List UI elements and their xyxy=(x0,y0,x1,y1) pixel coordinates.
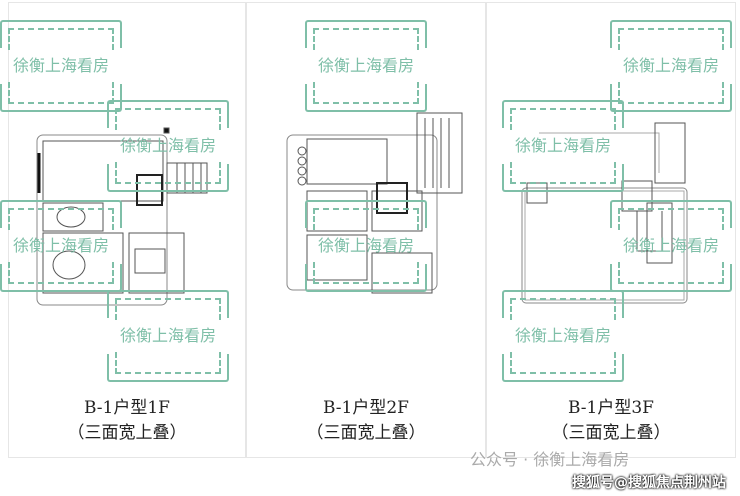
watermark-text: 徐衡上海看房 xyxy=(317,236,414,255)
watermark-frame xyxy=(502,162,624,192)
watermark-frame xyxy=(0,20,122,50)
watermark-frame xyxy=(502,290,624,320)
watermark-frame xyxy=(610,20,732,50)
watermark: 徐衡上海看房 xyxy=(305,20,427,112)
watermark: 徐衡上海看房 xyxy=(107,100,229,192)
watermark: 徐衡上海看房 xyxy=(0,200,122,292)
watermark-frame xyxy=(107,352,229,382)
watermark-text: 徐衡上海看房 xyxy=(514,326,611,345)
watermark-text: 徐衡上海看房 xyxy=(12,56,109,75)
wechat-account-label: 公众号 · 徐衡上海看房 xyxy=(470,450,630,469)
watermark-frame xyxy=(107,290,229,320)
watermark-frame xyxy=(0,82,122,112)
watermark-frame xyxy=(0,200,122,230)
watermark: 徐衡上海看房 xyxy=(305,200,427,292)
watermark-frame xyxy=(502,100,624,130)
watermark: 徐衡上海看房 xyxy=(610,20,732,112)
floor-plan-card-2f: B-1户型2F （三面宽上叠） xyxy=(246,2,486,458)
watermark: 徐衡上海看房 xyxy=(107,290,229,382)
floor-plan-card-3f: B-1户型3F （三面宽上叠） xyxy=(486,2,736,458)
plan-subtitle: （三面宽上叠） xyxy=(551,423,671,443)
watermark-frame xyxy=(107,100,229,130)
watermark: 徐衡上海看房 xyxy=(502,100,624,192)
watermark-frame xyxy=(107,162,229,192)
watermark-frame xyxy=(305,200,427,230)
watermark-text: 徐衡上海看房 xyxy=(622,56,719,75)
watermark-text: 徐衡上海看房 xyxy=(12,236,109,255)
watermark-text: 徐衡上海看房 xyxy=(317,56,414,75)
watermark-frame xyxy=(305,262,427,292)
plan-subtitle: （三面宽上叠） xyxy=(67,423,187,443)
watermark: 徐衡上海看房 xyxy=(610,200,732,292)
watermark-text: 徐衡上海看房 xyxy=(622,236,719,255)
watermark-frame xyxy=(610,200,732,230)
plan-title: B-1户型1F xyxy=(84,398,170,418)
plan-title: B-1户型3F xyxy=(568,398,654,418)
watermark: 徐衡上海看房 xyxy=(502,290,624,382)
watermark-frame xyxy=(305,82,427,112)
plan-title: B-1户型2F xyxy=(323,398,409,418)
floor-plan-card-1f: B-1户型1F （三面宽上叠） xyxy=(8,2,246,458)
watermark-frame xyxy=(610,262,732,292)
source-credit: 搜狐号@搜狐焦点荆州站 xyxy=(572,475,726,491)
watermark-frame xyxy=(305,20,427,50)
watermark-frame xyxy=(0,262,122,292)
watermark-frame xyxy=(610,82,732,112)
watermark-text: 徐衡上海看房 xyxy=(119,326,216,345)
floor-plan-1f-drawing xyxy=(36,127,208,306)
plan-subtitle: （三面宽上叠） xyxy=(306,423,426,443)
watermark-frame xyxy=(502,352,624,382)
watermark-text: 徐衡上海看房 xyxy=(119,136,216,155)
watermark: 徐衡上海看房 xyxy=(0,20,122,112)
watermark-text: 徐衡上海看房 xyxy=(514,136,611,155)
